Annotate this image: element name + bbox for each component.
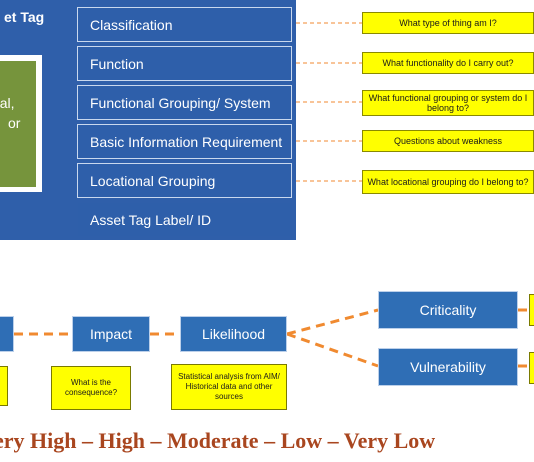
field-asset-tag-label: Asset Tag Label/ ID [77, 202, 292, 237]
vulnerability-box: Vulnerability [378, 348, 518, 386]
likelihood-box: Likelihood [180, 316, 287, 352]
question-note-functional-grouping: What functional grouping or system do I … [362, 90, 534, 116]
field-functional-grouping: Functional Grouping/ System [77, 85, 292, 120]
question-note-locational: What locational grouping do I belong to? [362, 170, 534, 194]
left-cut-note [0, 366, 8, 406]
inner-green-box: rial, or [0, 61, 36, 187]
left-cut-box [0, 316, 14, 352]
field-classification: Classification [77, 7, 292, 42]
likelihood-note: Statistical analysis from AIM/ Historica… [171, 364, 287, 410]
question-note-weakness: Questions about weakness [362, 130, 534, 152]
rating-scale: ery High – High – Moderate – Low – Very … [0, 428, 436, 453]
field-function: Function [77, 46, 292, 81]
inner-text-line-1: rial, [0, 95, 15, 111]
impact-note: What is the consequence? [51, 366, 131, 410]
criticality-box: Criticality [378, 291, 518, 329]
field-locational-grouping: Locational Grouping [77, 163, 292, 198]
question-note-functionality: What functionality do I carry out? [362, 52, 534, 74]
field-basic-information-requirement: Basic Information Requirement [77, 124, 292, 159]
criticality-cut-note [529, 294, 534, 326]
connector-likelihood-criticality [286, 308, 379, 336]
asset-tag-title: et Tag [4, 9, 45, 25]
connector-likelihood-vulnerability [286, 332, 379, 368]
inner-text-line-2: or [8, 115, 21, 131]
vulnerability-cut-note [529, 352, 534, 384]
question-note-type: What type of thing am I? [362, 12, 534, 34]
impact-box: Impact [72, 316, 150, 352]
